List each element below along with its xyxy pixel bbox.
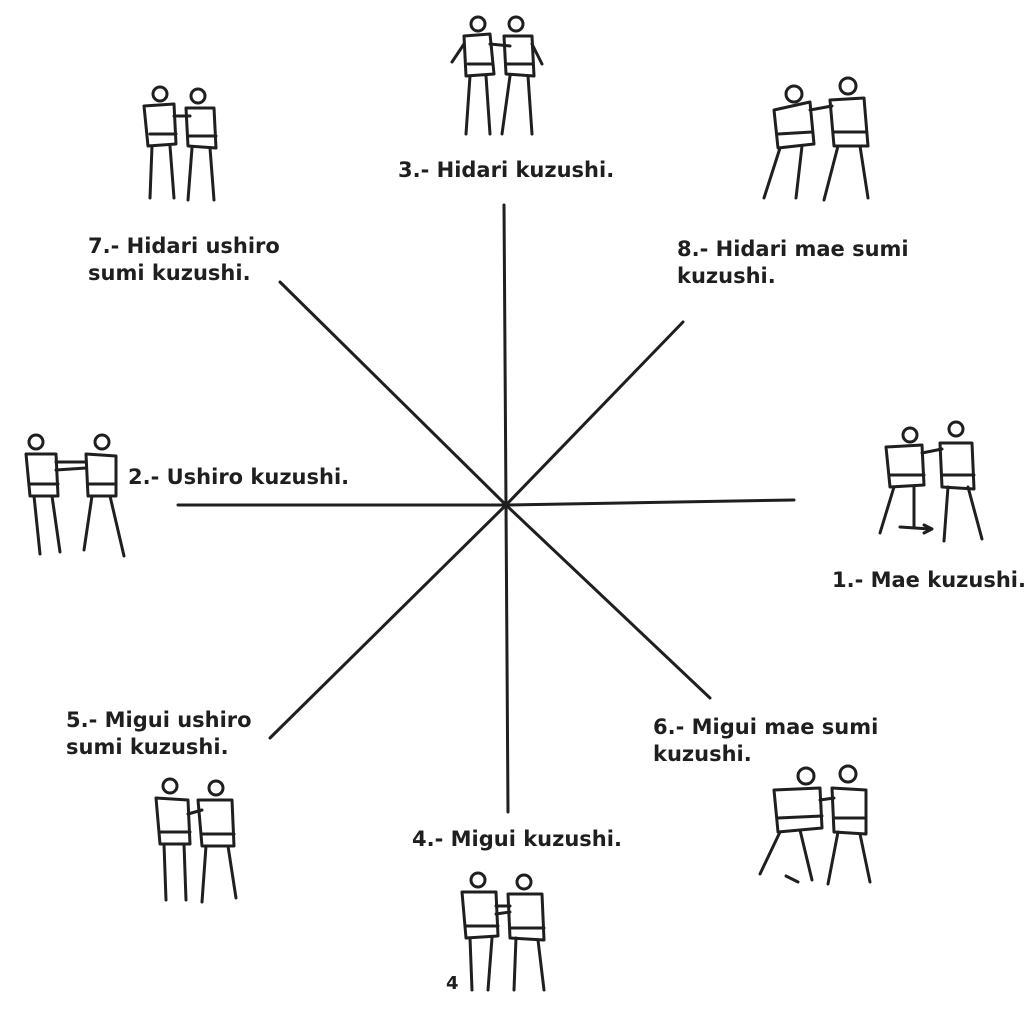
judoka-pair-mae-illustration xyxy=(870,415,990,550)
line-migui xyxy=(506,505,508,812)
label-migui-ushiro-sumi-kuzushi: 5.- Migui ushiro sumi kuzushi. xyxy=(66,707,252,761)
label-hidari-kuzushi: 3.- Hidari kuzushi. xyxy=(398,157,614,184)
line-hidari xyxy=(504,205,506,505)
label-ushiro-kuzushi: 2.- Ushiro kuzushi. xyxy=(128,464,349,491)
judoka-pair-migui-ushiro-sumi-illustration xyxy=(146,774,246,906)
line-mae xyxy=(506,500,794,505)
judoka-pair-hidari-mae-sumi-illustration xyxy=(752,74,882,206)
label-migui-mae-sumi-kuzushi: 6.- Migui mae sumi kuzushi. xyxy=(653,714,878,768)
judoka-pair-hidari-ushiro-sumi-illustration xyxy=(130,82,230,207)
label-mae-kuzushi: 1.- Mae kuzushi. xyxy=(832,567,1026,594)
label-migui-kuzushi: 4.- Migui kuzushi. xyxy=(412,826,622,853)
judoka-pair-migui-illustration xyxy=(452,866,556,996)
judoka-pair-migui-mae-sumi-illustration xyxy=(750,762,880,890)
judoka-pair-hidari-illustration xyxy=(440,14,550,142)
judoka-pair-ushiro-illustration xyxy=(20,430,132,562)
label-hidari-mae-sumi-kuzushi: 8.- Hidari mae sumi kuzushi. xyxy=(677,236,909,290)
line-hidari-mae-sumi xyxy=(506,322,683,505)
line-migui-mae-sumi xyxy=(506,505,710,698)
label-hidari-ushiro-sumi-kuzushi: 7.- Hidari ushiro sumi kuzushi. xyxy=(88,233,280,287)
line-migui-ushiro-sumi xyxy=(270,505,506,738)
